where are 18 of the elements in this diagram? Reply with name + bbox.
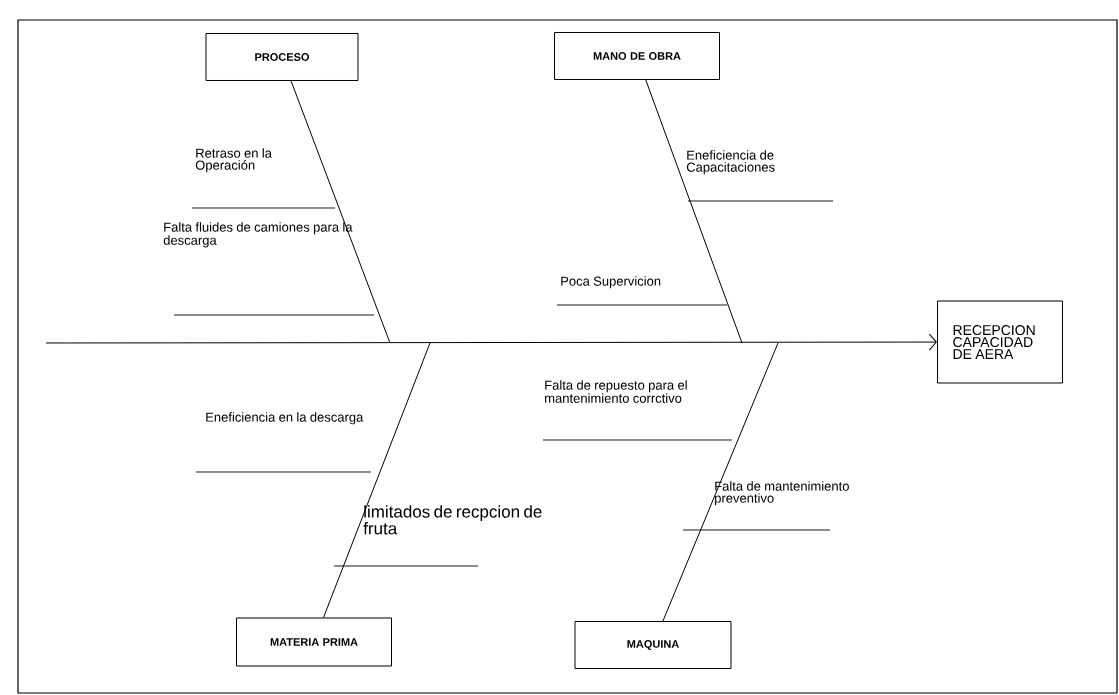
box-node: PROCESO bbox=[205, 33, 359, 81]
effect-box: RECEPCION CAPACIDAD DE AERA bbox=[937, 300, 1063, 384]
bone-line bbox=[290, 80, 391, 344]
box-node: MATERIA PRIMA bbox=[236, 617, 392, 667]
cause-text: Falta de mantenimiento preventivo bbox=[715, 481, 849, 506]
cause-text: Falta de repuesto para el mantenimiento corrctivo bbox=[545, 380, 687, 403]
bone-line bbox=[323, 342, 431, 618]
bone-line bbox=[662, 342, 779, 622]
cause-text: Poca Supervicion bbox=[561, 276, 661, 289]
bone-line bbox=[645, 79, 743, 344]
cause-text: Retraso en la Operación bbox=[195, 148, 272, 173]
cause-text: Eneficiencia de Capacitaciones bbox=[686, 150, 775, 175]
box-node: MAQUINA bbox=[574, 621, 732, 669]
cause-text: Falta fluides de camiones para la descarga bbox=[163, 222, 353, 248]
cause-text: limitados de recpcion de fruta bbox=[363, 505, 542, 535]
spine-arrow bbox=[45, 333, 937, 351]
box-node: MANO DE OBRA bbox=[554, 32, 720, 80]
cause-text: Eneficiencia en la descarga bbox=[206, 412, 364, 425]
